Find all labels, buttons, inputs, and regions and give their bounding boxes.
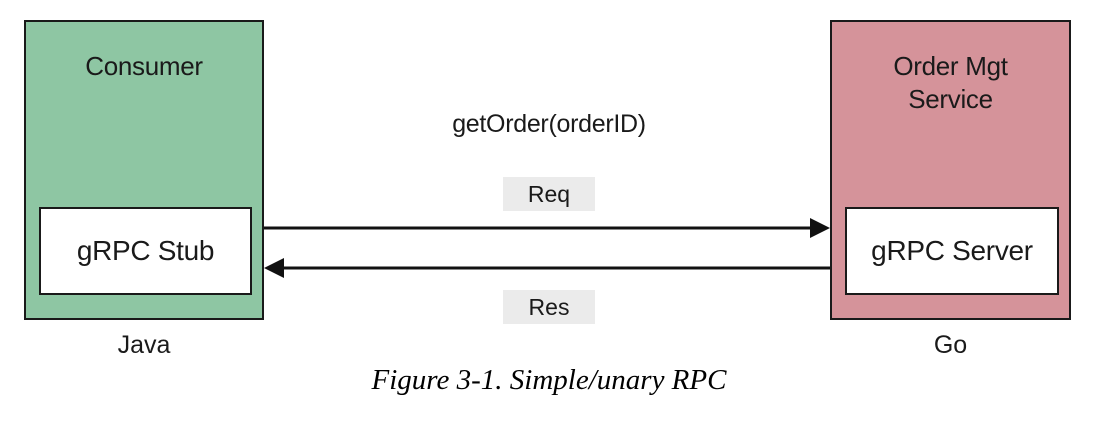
grpc-server-box: gRPC Server xyxy=(845,207,1059,295)
consumer-title: Consumer xyxy=(26,50,262,83)
service-title-line1: Order Mgt xyxy=(893,51,1008,81)
request-arrowhead-icon xyxy=(810,218,830,238)
response-tag: Res xyxy=(503,290,595,324)
method-label: getOrder(orderID) xyxy=(452,110,646,138)
grpc-server-label: gRPC Server xyxy=(871,235,1033,266)
consumer-language-label: Java xyxy=(117,331,171,359)
service-title: Order Mgt Service xyxy=(832,50,1069,116)
figure-caption: Figure 3-1. Simple/unary RPC xyxy=(371,364,727,396)
grpc-stub-label: gRPC Stub xyxy=(76,235,215,266)
service-title-line2: Service xyxy=(908,84,993,114)
service-node: Order Mgt Service gRPC Server xyxy=(830,20,1071,320)
grpc-stub-box: gRPC Stub xyxy=(39,207,252,295)
response-arrowhead-icon xyxy=(264,258,284,278)
consumer-node: Consumer gRPC Stub xyxy=(24,20,264,320)
service-language-label: Go xyxy=(933,331,968,359)
consumer-title-text: Consumer xyxy=(85,51,203,81)
request-tag: Req xyxy=(503,177,595,211)
